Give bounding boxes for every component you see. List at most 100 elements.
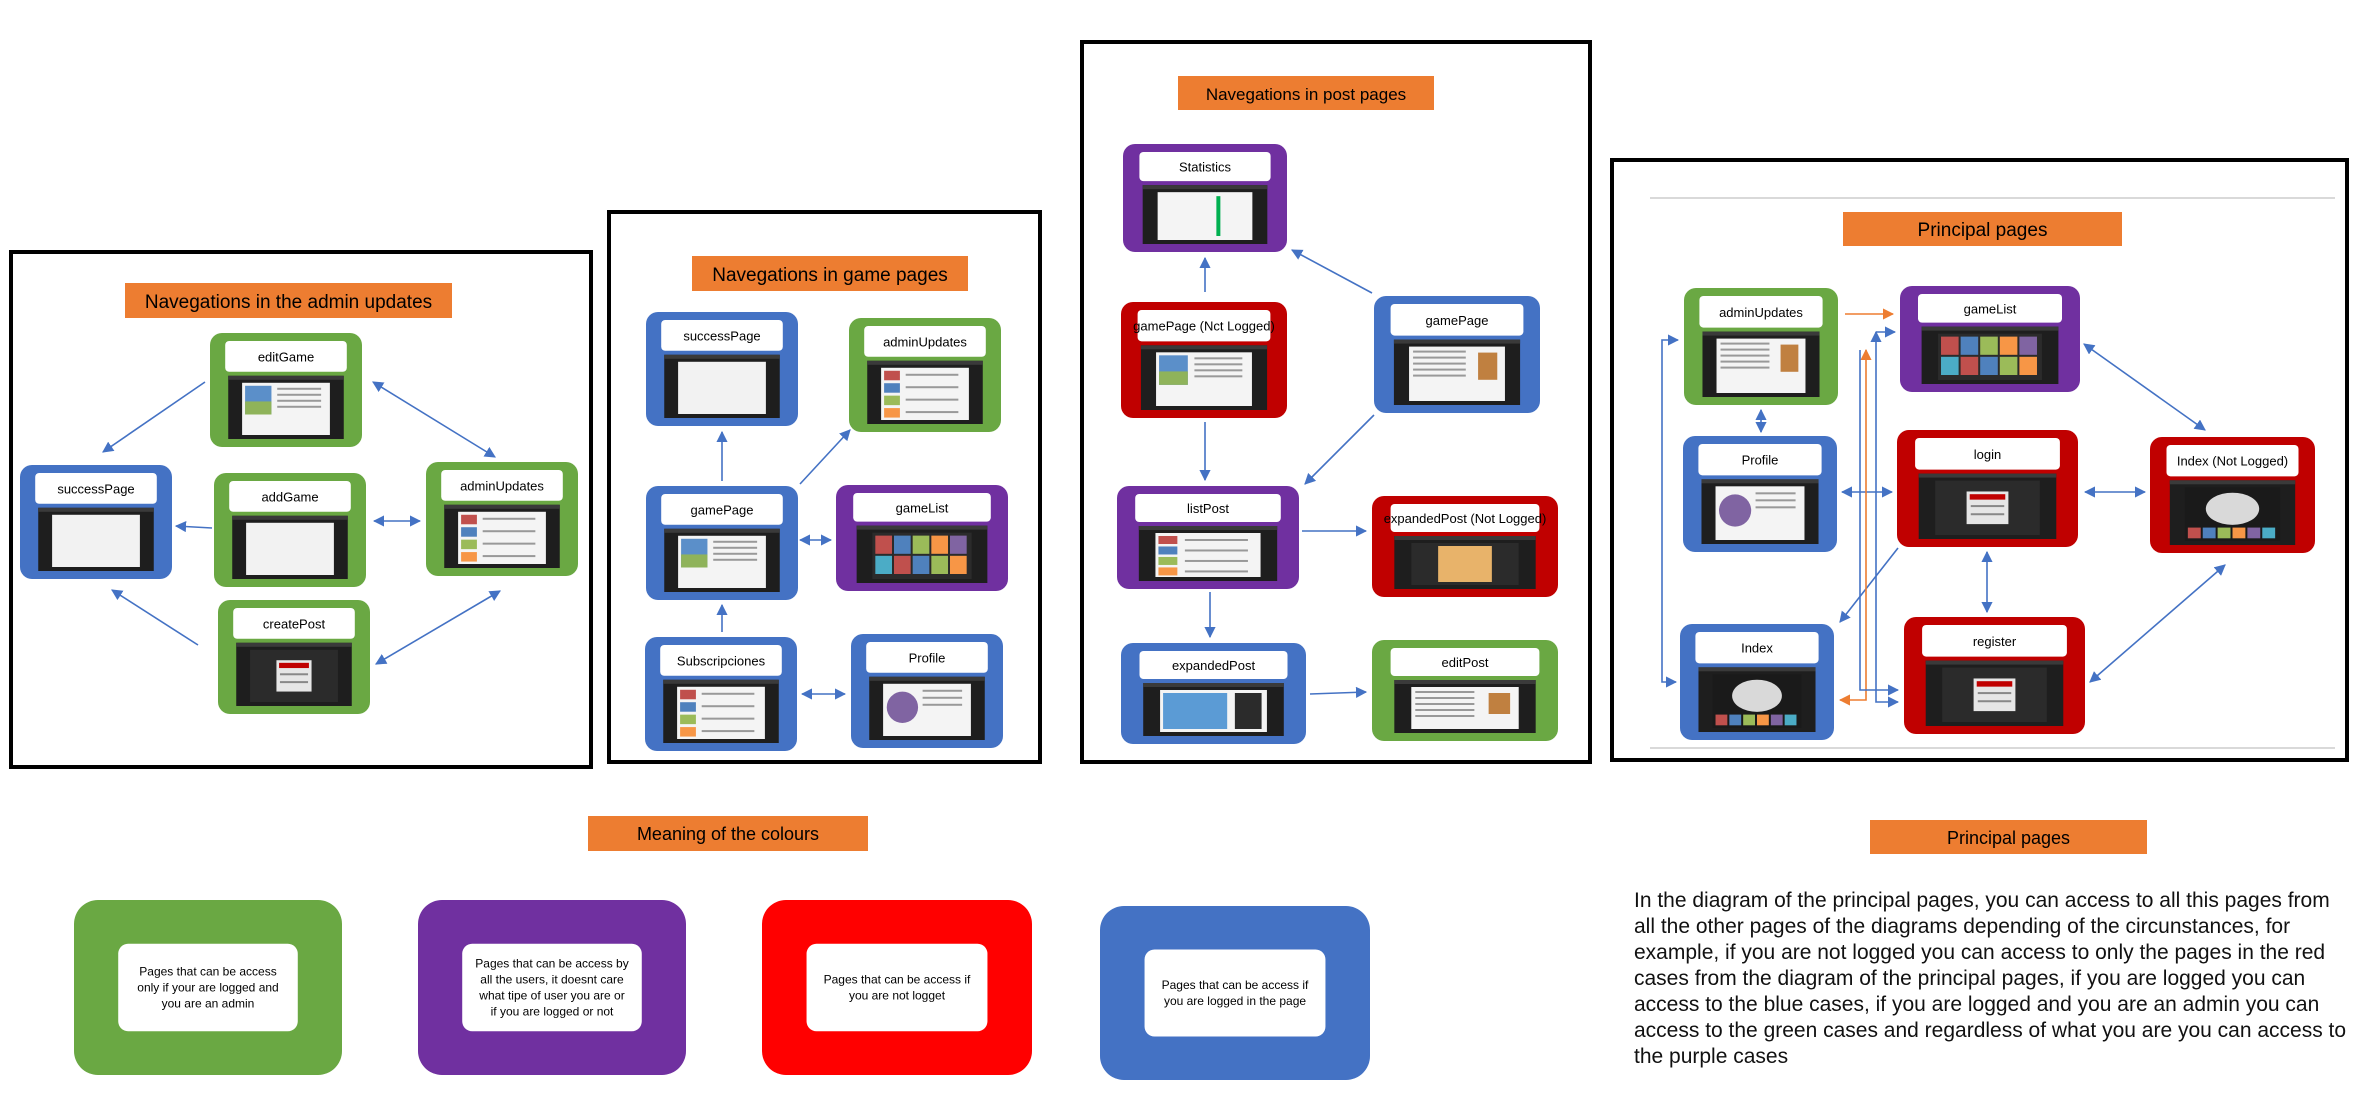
node-principal-Index: Index <box>1680 624 1834 740</box>
node-screenshot <box>1921 326 2059 384</box>
node-principal-gameList: gameList <box>1900 286 2080 392</box>
node-label: editGame <box>258 349 314 364</box>
node-label-box <box>1135 494 1281 522</box>
node-admin-successPage: successPage <box>20 465 172 579</box>
legend-text-line: Pages that can be access by <box>475 957 628 971</box>
node-label-box <box>1699 296 1823 328</box>
node-label: adminUpdates <box>883 334 967 349</box>
arrow <box>102 381 206 453</box>
node-post-expandedPost: expandedPost <box>1121 643 1306 744</box>
node-label: Subscripciones <box>677 653 766 668</box>
legend-text-box <box>462 943 642 1032</box>
node-label: login <box>1974 447 2001 462</box>
principal-note-title: Principal pages <box>1870 820 2147 854</box>
node-label-box <box>229 481 351 512</box>
title-principal: Principal pages <box>1843 212 2122 246</box>
node-label: Index <box>1741 641 1773 656</box>
node-label: createPost <box>263 616 326 631</box>
node-admin-addGame: addGame <box>214 473 366 587</box>
legend-text-line: you are an admin <box>162 997 255 1011</box>
node-label-box <box>864 326 986 357</box>
node-screenshot <box>1394 680 1536 733</box>
node-label: expandedPost (Not Logged) <box>1384 511 1547 526</box>
arrow <box>1870 330 1900 708</box>
node-post-listPost: listPost <box>1117 486 1299 589</box>
node-label-box <box>233 608 355 639</box>
node-admin-adminUpdates: adminUpdates <box>426 462 578 576</box>
node-label: gamePage <box>691 502 754 517</box>
node-label: Profile <box>909 650 946 665</box>
node-label-box <box>866 642 988 673</box>
node-label-box <box>1137 310 1271 342</box>
node-post-gamePage: gamePage <box>1374 296 1540 413</box>
node-game-gamePage: gamePage <box>646 486 798 600</box>
svg-text:Principal pages: Principal pages <box>1947 828 2070 848</box>
svg-text:Principal pages: Principal pages <box>1918 220 2048 241</box>
node-screenshot <box>1701 479 1819 544</box>
node-label-box <box>661 494 783 525</box>
node-admin-editGame: editGame <box>210 333 362 447</box>
node-label: successPage <box>57 481 134 496</box>
arrow <box>2083 343 2206 431</box>
node-label-box <box>1139 651 1288 679</box>
node-label: listPost <box>1187 501 1229 516</box>
node-screenshot <box>1698 667 1816 732</box>
node-principal-register: register <box>1904 617 2085 734</box>
node-screenshot <box>232 515 348 579</box>
node-screenshot <box>1925 660 2064 726</box>
legend-text-line: you are logged in the page <box>1164 994 1306 1008</box>
node-principal-adminUpdates: adminUpdates <box>1684 288 1838 405</box>
node-label-box <box>853 493 991 522</box>
node-label-box <box>1915 438 2060 470</box>
node-label-box <box>1698 444 1822 476</box>
arrow <box>372 381 496 458</box>
node-principal-IndexNL: Index (Not Logged) <box>2150 437 2315 553</box>
svg-text:Navegations in post pages: Navegations in post pages <box>1206 85 1406 104</box>
legend-text-line: you are not logget <box>849 989 946 1003</box>
title-game: Navegations in game pages <box>692 256 968 291</box>
node-label-box <box>660 645 782 676</box>
arrow <box>799 429 851 485</box>
node-screenshot <box>2169 480 2296 545</box>
node-admin-createPost: createPost <box>218 600 370 714</box>
node-label: adminUpdates <box>1719 305 1803 320</box>
node-game-adminUpdates: adminUpdates <box>849 318 1001 432</box>
node-label: addGame <box>261 489 318 504</box>
connection-arrows <box>102 249 2226 708</box>
node-screenshot <box>1393 339 1521 405</box>
page-nodes: editGame successPage addGame adminUpdates cr… <box>20 144 2315 751</box>
node-label-box <box>1390 304 1524 336</box>
panel-frame-post <box>1080 40 1592 764</box>
node-post-gamePageNL: gamePage (Nct Logged) <box>1121 302 1287 418</box>
arrow <box>375 590 501 665</box>
title-admin: Navegations in the admin updates <box>125 283 452 318</box>
node-game-Profile: Profile <box>851 634 1003 748</box>
node-label: Statistics <box>1179 160 1232 175</box>
node-label-box <box>1139 152 1271 182</box>
principal-note-text: In the diagram of the principal pages, y… <box>1634 889 2347 1068</box>
node-screenshot <box>236 642 352 706</box>
node-label-box <box>441 470 563 501</box>
node-label: adminUpdates <box>460 478 544 493</box>
panel-frame-principal <box>1610 158 2349 762</box>
node-screenshot <box>1142 185 1268 244</box>
node-screenshot <box>1143 683 1284 736</box>
node-screenshot <box>664 354 780 418</box>
node-screenshot <box>1918 473 2057 539</box>
node-principal-login: login <box>1897 430 2078 547</box>
title-post: Navegations in post pages <box>1178 76 1434 110</box>
node-label: Index (Not Logged) <box>2177 454 2288 469</box>
node-label-box <box>35 473 157 504</box>
node-post-editPost: editPost <box>1372 640 1558 741</box>
node-game-gameList: gameList <box>836 485 1008 591</box>
node-screenshot <box>38 507 154 571</box>
node-label: editPost <box>1442 655 1489 670</box>
node-label-box <box>1390 504 1540 532</box>
node-label-box <box>1918 294 2062 323</box>
legend-text-line: Pages that can be access <box>139 965 276 979</box>
